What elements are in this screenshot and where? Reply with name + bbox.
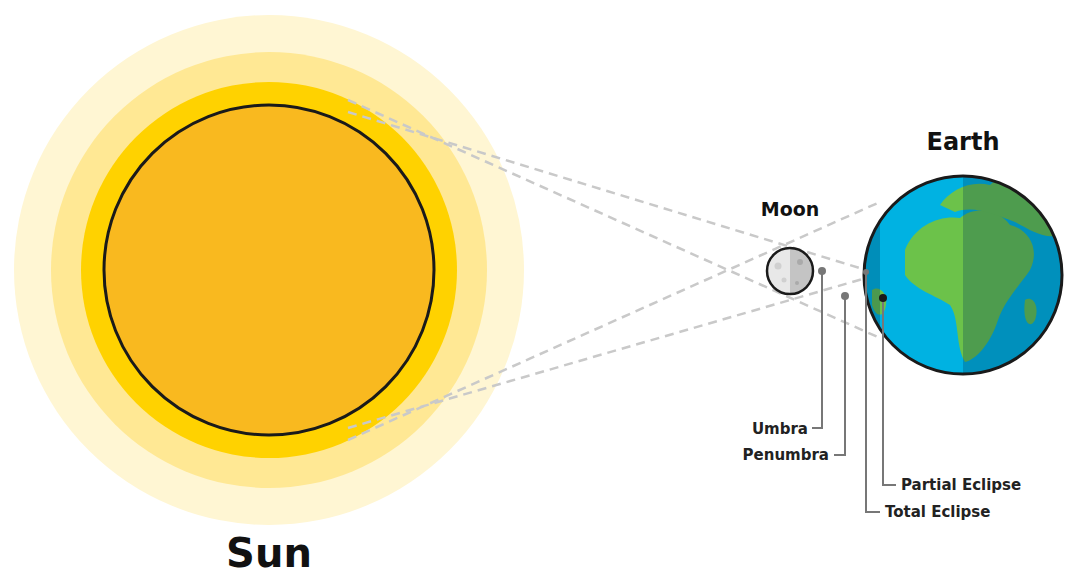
sun-disc [104,105,434,435]
moon-disc [767,248,813,294]
callout-label: Umbra [752,420,808,438]
earth-globe [860,170,1073,380]
body-name: Moon [761,198,820,220]
sun-ring [81,82,457,458]
body-name: Earth [927,128,1000,156]
moon-shade [790,248,813,294]
moon-node: Moon [767,248,813,294]
body-name: Sun [226,530,312,576]
sun-node: Sun [14,15,524,525]
callout-label: Partial Eclipse [901,476,1021,494]
sun-glow [14,15,524,525]
leader-lines [812,271,896,512]
leader-dots [818,267,887,302]
callout-label: Total Eclipse [885,503,990,521]
sun-corona [51,52,487,488]
callout-label: Penumbra [743,446,829,464]
light-rays [348,100,880,440]
earth-node: Earth [864,176,1062,374]
